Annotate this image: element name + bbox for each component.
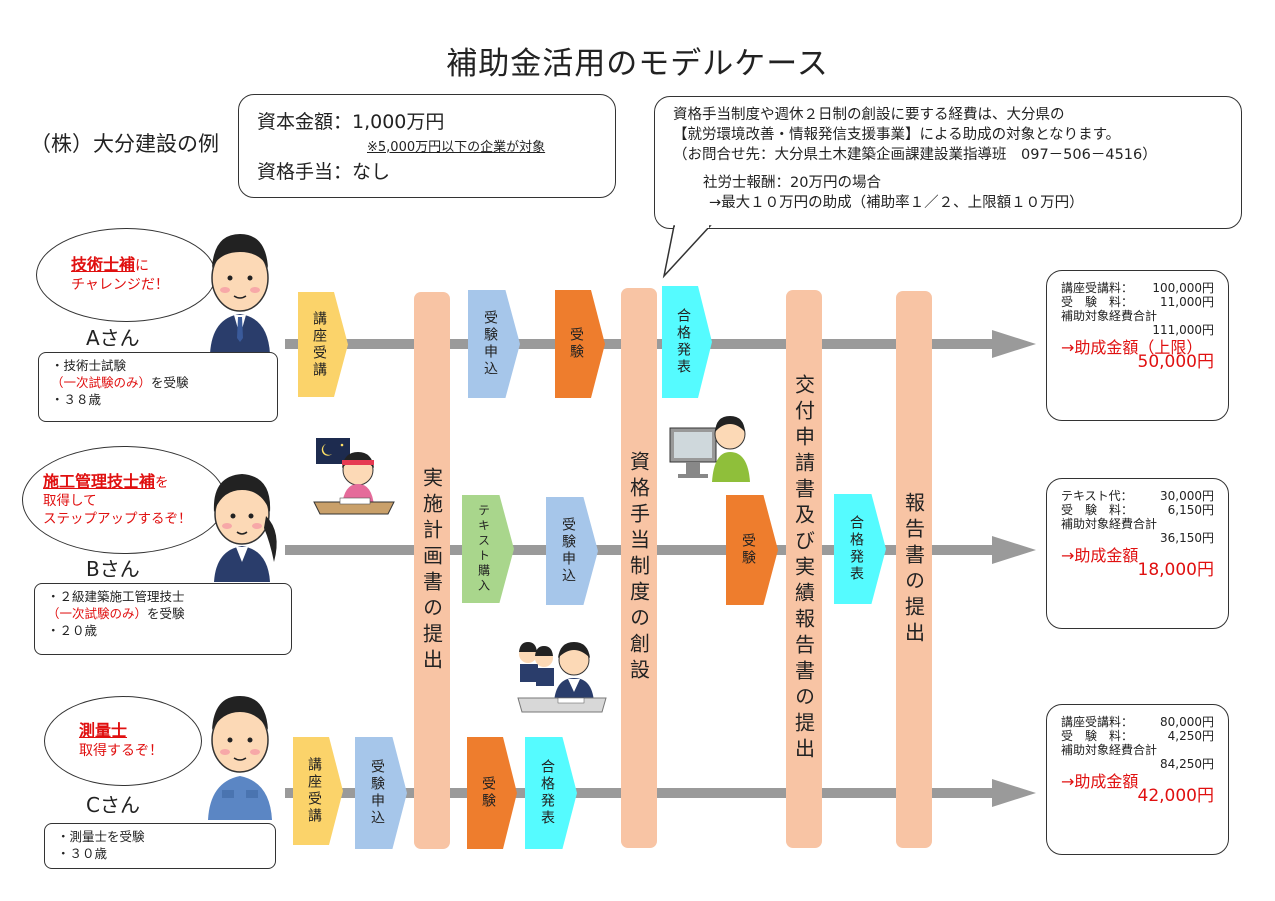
step-c-course: 講座受講 [293, 737, 343, 845]
computer-user-illustration [669, 416, 750, 482]
pillar-system-creation: 資格手当制度の創設 [621, 288, 657, 848]
person-c-info: ・測量士を受験 ・３０歳 [44, 823, 276, 869]
person-c-name: Cさん [86, 793, 140, 817]
c-r2-value: 4,250円 [1167, 729, 1214, 743]
step-a-course: 講座受講 [298, 292, 348, 397]
note-line-2: 【就労環境改善・情報発信支援事業】による助成の対象となります。 [673, 127, 1121, 143]
b-grant-label: →助成金額 [1061, 546, 1139, 565]
speech-bubble-b: 施工管理技士補を 取得して ステップアップするぞ！ [22, 446, 226, 554]
c-r3-value: 84,250円 [1160, 757, 1214, 771]
a-r3-label: 補助対象経費合計 [1061, 309, 1158, 323]
a-info-exam: ・技術士試験 [51, 358, 127, 373]
a-r1-label: 講座受講料： [1061, 281, 1134, 295]
pillar-plan-submission: 実施計画書の提出 [414, 292, 450, 849]
pillar-application-report: 交付申請書及び実績報告書の提出 [786, 290, 822, 848]
c-grant-label: →助成金額 [1061, 772, 1139, 791]
exam-room-illustration [517, 642, 607, 713]
note-bubble-tail [662, 225, 712, 279]
a-r2-value: 11,000円 [1160, 295, 1214, 309]
studying-girl-illustration [313, 438, 395, 515]
step-b-pass: 合格発表 [834, 494, 886, 604]
step-c-exam: 受験 [467, 737, 517, 849]
person-b-info: ・２級建築施工管理技士 （一次試験のみ）を受験 ・２０歳 [34, 583, 292, 655]
c-r3-label: 補助対象経費合計 [1061, 743, 1158, 757]
c-grant-amount: 42,000円 [1137, 786, 1214, 806]
note-line-5: →最大１０万円の助成（補助率１／２、上限額１０万円） [709, 195, 1084, 211]
b-r3-label: 補助対象経費合計 [1061, 517, 1158, 531]
b-info-take: を受験 [147, 606, 185, 621]
person-c-avatar [208, 696, 272, 820]
timeline-arrowhead-b [992, 536, 1036, 564]
person-b-name: Bさん [86, 557, 140, 581]
note-line-1: 資格手当制度や週休２日制の創設に要する経費は、大分県の [673, 107, 1065, 123]
capital-note: ※5,000万円以下の企業が対象 [367, 140, 546, 155]
a-grant-amount: 50,000円 [1137, 352, 1214, 372]
bubble-b-tail: を [155, 474, 169, 491]
step-a-exam: 受験 [555, 290, 605, 398]
b-grant-amount: 18,000円 [1137, 560, 1214, 580]
c-info-exam: ・測量士を受験 [57, 829, 145, 844]
page-title: 補助金活用のモデルケース [446, 46, 829, 82]
bubble-b-highlight: 施工管理技士補 [43, 471, 156, 491]
bubble-a-highlight: 技術士補 [71, 255, 136, 274]
timeline-arrowhead-a [992, 330, 1036, 358]
person-a-info: ・技術士試験 （一次試験のみ）を受験 ・３８歳 [38, 352, 278, 422]
b-r3-value: 36,150円 [1160, 531, 1214, 545]
a-r1-value: 100,000円 [1152, 281, 1214, 295]
allowance-line: 資格手当：なし [257, 161, 391, 183]
result-box-b: テキスト代： 30,000円 受 験 料： 6,150円 補助対象経費合計 36,1… [1046, 478, 1229, 629]
c-info-age: ・３０歳 [57, 846, 108, 861]
c-r1-value: 80,000円 [1160, 715, 1214, 729]
a-grant-label: →助成金額（上限） [1061, 338, 1203, 357]
a-r2-label: 受 験 料： [1061, 295, 1134, 309]
step-a-apply: 受験申込 [468, 290, 520, 398]
b-info-age: ・２０歳 [47, 623, 98, 638]
subsidy-note-bubble: 資格手当制度や週休２日制の創設に要する経費は、大分県の 【就労環境改善・情報発信… [654, 96, 1242, 229]
step-b-text: テキスト購入 [462, 495, 514, 603]
note-line-4: 社労士報酬：20万円の場合 [703, 175, 881, 191]
capital-box: 資本金額：1,000万円 ※5,000万円以下の企業が対象 資格手当：なし [238, 94, 616, 198]
speech-bubble-c: 測量士 取得するぞ！ [44, 696, 202, 786]
c-r2-label: 受 験 料： [1061, 729, 1134, 743]
bubble-c-line2: 取得するぞ！ [79, 743, 163, 759]
a-info-first-only: （一次試験のみ） [51, 375, 152, 390]
note-line-3: （お問合せ先：大分県土木建築企画課建設業指導班 097－506－4516） [673, 147, 1157, 163]
a-info-take: を受験 [151, 375, 189, 390]
b-info-exam: ・２級建築施工管理技士 [47, 589, 185, 604]
result-box-c: 講座受講料： 80,000円 受 験 料： 4,250円 補助対象経費合計 84,2… [1046, 704, 1229, 855]
bubble-c-highlight: 測量士 [79, 721, 128, 740]
a-r3-value: 111,000円 [1152, 323, 1214, 337]
b-info-first-only: （一次試験のみ） [47, 606, 148, 621]
person-a-name: Aさん [86, 326, 140, 350]
capital-amount: 資本金額：1,000万円 [257, 111, 445, 133]
b-r2-value: 6,150円 [1167, 503, 1214, 517]
result-box-a: 講座受講料： 100,000円 受 験 料： 11,000円 補助対象経費合計 11… [1046, 270, 1229, 421]
step-c-apply: 受験申込 [355, 737, 407, 849]
speech-bubble-a: 技術士補に チャレンジだ！ [36, 228, 216, 322]
pillar-report-submission: 報告書の提出 [896, 291, 932, 848]
c-r1-label: 講座受講料： [1061, 715, 1134, 729]
b-r1-label: テキスト代： [1061, 489, 1133, 503]
bubble-b-line2: 取得して [43, 492, 97, 509]
person-b-avatar [213, 474, 277, 582]
b-r1-value: 30,000円 [1160, 489, 1214, 503]
b-r2-label: 受 験 料： [1061, 503, 1134, 517]
a-info-age: ・３８歳 [51, 392, 102, 407]
bubble-a-tail: に [135, 258, 150, 274]
bubble-a-line2: チャレンジだ！ [71, 277, 169, 293]
person-a-avatar [210, 234, 270, 354]
bubble-b-line3: ステップアップするぞ！ [43, 510, 192, 527]
step-a-pass: 合格発表 [662, 286, 712, 398]
step-b-apply: 受験申込 [546, 497, 598, 605]
company-label: （株）大分建設の例 [30, 132, 219, 156]
step-b-exam: 受験 [726, 495, 778, 605]
step-c-pass: 合格発表 [525, 737, 577, 849]
timeline-arrowhead-c [992, 779, 1036, 807]
